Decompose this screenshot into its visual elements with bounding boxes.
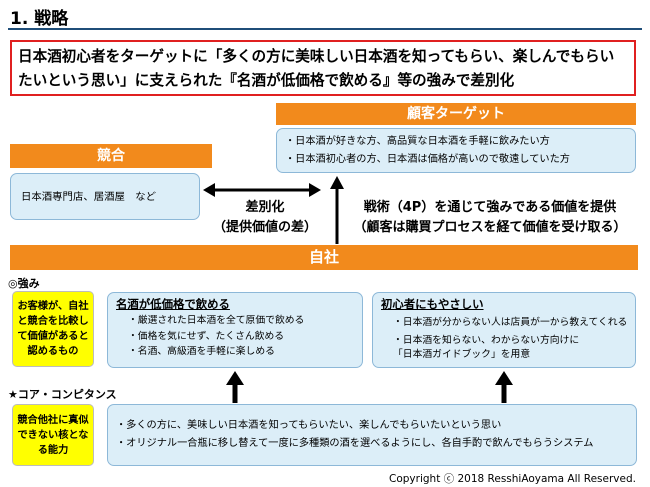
strength-box-low-price: 名酒が低価格で飲める ・厳選された日本酒を全て原価で飲める ・価格を気にせず、た… <box>107 292 363 368</box>
core-to-strength-arrow <box>226 371 244 403</box>
core-competence-note: 競合他社に真似できない核となる能力 <box>12 404 94 466</box>
strength-line: ・日本酒が分からない人は店員が一から教えてくれる <box>393 317 628 328</box>
strength-line: ・厳選された日本酒を全て原価で飲める <box>128 315 305 326</box>
page-title: 1. 戦略 <box>10 9 69 29</box>
strength-box-beginner: 初心者にもやさしい ・日本酒が分からない人は店員が一から教えてくれる ・日本酒を… <box>372 292 636 368</box>
strength-line: ・名酒、高級酒を手軽に楽しめる <box>128 346 275 357</box>
customer-line: ・日本酒が好きな方、高品質な日本酒を手軽に飲みたい方 <box>285 136 550 147</box>
strength-title: 名酒が低価格で飲める <box>116 297 230 311</box>
competitor-box: 日本酒専門店、居酒屋 など <box>10 173 200 220</box>
strategy-label: 戦術（4P）を通じて強みである価値を提供 （顧客は購買プロセスを経て価値を受け取… <box>340 198 640 238</box>
core-competence-label: ★コア・コンピタンス <box>8 388 117 401</box>
copyright: Copyright ⓒ 2018 ResshiAoyama All Reserv… <box>389 473 636 485</box>
strategy-thesis: 日本酒初心者をターゲットに「多くの方に美味しい日本酒を知ってもらい、楽しんでもら… <box>10 40 636 96</box>
customer-target-box: ・日本酒が好きな方、高品質な日本酒を手軽に飲みたい方 ・日本酒初心者の方、日本酒… <box>276 128 636 173</box>
differentiation-arrow <box>203 183 321 197</box>
core-to-strength-arrow <box>495 371 513 403</box>
customer-line: ・日本酒初心者の方、日本酒は価格が高いので敬遠していた方 <box>285 154 570 165</box>
strengths-label: ◎強み <box>8 277 40 290</box>
strategy-line: （顧客は購買プロセスを経て価値を受け取る） <box>353 220 627 235</box>
customer-target-header: 顧客ターゲット <box>276 103 636 125</box>
strength-line: 「日本酒ガイドブック」を用意 <box>393 348 531 360</box>
title-divider <box>8 28 642 30</box>
self-company-header: 自社 <box>10 245 638 270</box>
strength-title: 初心者にもやさしい <box>381 297 484 311</box>
strategy-line: 戦術（4P）を通じて強みである価値を提供 <box>363 200 617 215</box>
strength-line: ・日本酒を知らない、わからない方向けに <box>393 334 580 346</box>
differentiation-label: 差別化 （提供価値の差） <box>200 198 330 238</box>
strengths-note: お客様が、自社と競合を比較して価値があると認めるもの <box>12 291 94 367</box>
differentiation-line: （提供価値の差） <box>212 220 317 235</box>
differentiation-line: 差別化 <box>245 200 285 215</box>
value-delivery-arrow <box>330 176 344 244</box>
core-line: ・多くの方に、美味しい日本酒を知ってもらいたい、楽しんでもらいたいという思い <box>116 420 502 431</box>
core-competence-box: ・多くの方に、美味しい日本酒を知ってもらいたい、楽しんでもらいたいという思い ・… <box>107 404 637 466</box>
core-line: ・オリジナル一合瓶に移し替えて一度に多種類の酒を選べるようにし、各自手酌で飲んで… <box>116 438 594 449</box>
competitor-header: 競合 <box>10 144 212 168</box>
strength-line: ・価格を気にせず、たくさん飲める <box>128 330 285 342</box>
